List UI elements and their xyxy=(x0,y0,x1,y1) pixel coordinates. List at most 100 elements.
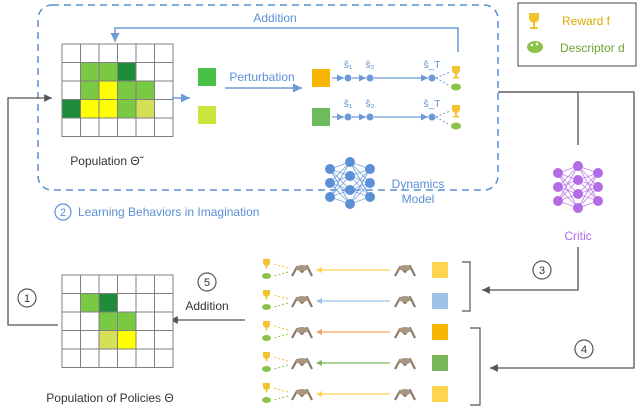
step-3-arrow xyxy=(482,247,579,294)
grid-cell xyxy=(98,62,118,82)
network-node xyxy=(553,182,563,192)
network-node xyxy=(573,161,583,171)
trophy-icon xyxy=(452,66,460,79)
palette-icon xyxy=(262,273,271,279)
network-node xyxy=(593,182,603,192)
bottom-grid-title: Population of Policies Θ xyxy=(46,391,173,405)
robot-icon xyxy=(291,326,313,339)
grid-cell xyxy=(154,62,174,82)
perturbed-square-1 xyxy=(312,69,330,87)
network-node xyxy=(325,192,335,202)
trophy-icon xyxy=(263,259,270,269)
grid-cell xyxy=(135,80,155,100)
network-node xyxy=(573,203,583,213)
state-node xyxy=(344,113,352,121)
state-label: ŝ_T xyxy=(424,99,441,110)
dynamics-label-2: Model xyxy=(402,192,435,206)
grid-cell xyxy=(98,311,118,331)
policy-square xyxy=(432,355,448,371)
grid-cell xyxy=(117,62,137,82)
critic-network xyxy=(553,161,603,213)
grid-cell xyxy=(117,99,137,119)
palette-icon xyxy=(451,122,461,130)
grid-cell xyxy=(61,330,81,350)
addition-top-label: Addition xyxy=(253,11,296,25)
grid-cell xyxy=(135,293,155,313)
grid-cell xyxy=(61,348,81,368)
policy-square xyxy=(432,386,448,402)
network-node xyxy=(593,196,603,206)
dynamics-model-network xyxy=(325,157,375,209)
state-node xyxy=(344,74,352,82)
state-label: ŝ₁ xyxy=(344,60,353,71)
grid-cell xyxy=(61,80,81,100)
trophy-icon xyxy=(263,290,270,300)
network-node xyxy=(325,164,335,174)
step-1-badge xyxy=(17,288,37,308)
rollout-row-2: ŝ₁ ŝ₂ ŝ_T xyxy=(332,99,451,126)
robot-icon xyxy=(291,357,313,370)
learning-label: Learning Behaviors in Imagination xyxy=(78,205,259,219)
addition-top-arrow xyxy=(110,27,459,52)
step-1-number: 1 xyxy=(24,293,30,305)
grid-cell xyxy=(61,274,81,294)
grid-cell xyxy=(98,99,118,119)
grid-cell xyxy=(154,80,174,100)
grid-cell xyxy=(98,348,118,368)
candidate-square-2 xyxy=(198,106,216,124)
state-node xyxy=(428,113,436,121)
policy-square xyxy=(432,293,448,309)
palette-icon xyxy=(262,397,271,403)
state-node xyxy=(428,74,436,82)
grid-cell xyxy=(80,330,100,350)
grid-cell xyxy=(61,62,81,82)
grid-cell xyxy=(154,330,174,350)
palette-icon xyxy=(527,41,543,53)
robot-icon xyxy=(394,326,416,339)
grid-cell xyxy=(61,43,81,63)
robot-icon xyxy=(394,295,416,308)
grid-cell xyxy=(135,117,155,137)
grid-cell xyxy=(117,274,137,294)
grid-cell xyxy=(98,80,118,100)
grid-cell xyxy=(80,99,100,119)
grid-cell xyxy=(80,348,100,368)
trophy-icon xyxy=(529,13,539,29)
policy-row xyxy=(262,352,448,372)
network-node xyxy=(573,189,583,199)
step-1-arrow xyxy=(7,94,58,326)
grid-cell xyxy=(117,117,137,137)
grid-cell xyxy=(61,117,81,137)
candidate-square-1 xyxy=(198,68,216,86)
grid-cell xyxy=(98,293,118,313)
grid-cell xyxy=(80,43,100,63)
network-node xyxy=(553,168,563,178)
state-node xyxy=(366,74,374,82)
robot-icon xyxy=(291,388,313,401)
robot-icon xyxy=(291,295,313,308)
robot-icon xyxy=(394,264,416,277)
grid-cell xyxy=(154,293,174,313)
legend-descriptor: Descriptor d xyxy=(560,41,625,55)
grid-cell xyxy=(80,80,100,100)
step-3-number: 3 xyxy=(539,265,545,277)
policy-row xyxy=(262,290,448,310)
critic-label: Critic xyxy=(564,229,591,243)
grid-cell xyxy=(135,311,155,331)
grid-cell xyxy=(80,117,100,137)
grid-cell xyxy=(61,293,81,313)
policy-row xyxy=(262,321,448,341)
policy-row xyxy=(262,259,448,279)
step-5-badge xyxy=(197,272,217,292)
grid-cell xyxy=(98,330,118,350)
network-node xyxy=(365,164,375,174)
grid-cell xyxy=(154,348,174,368)
rollout-row-1: ŝ₁ ŝ₂ ŝ_T xyxy=(332,60,451,87)
top-population-grid xyxy=(61,43,174,137)
grid-cell xyxy=(154,99,174,119)
network-node xyxy=(345,199,355,209)
legend-reward: Reward f xyxy=(562,14,611,28)
robot-icon xyxy=(394,388,416,401)
bracket-lower xyxy=(470,327,481,406)
